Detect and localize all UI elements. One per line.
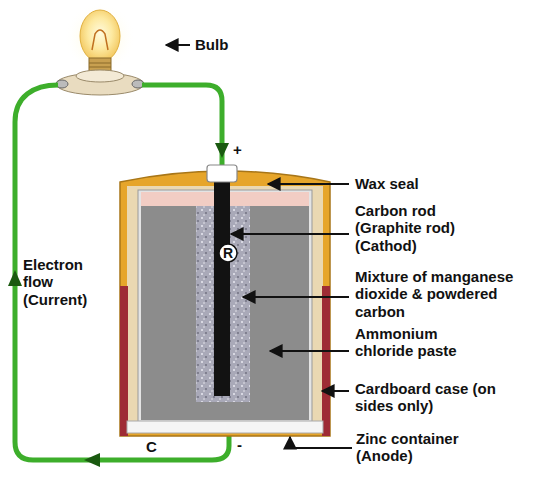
- leader-line: [270, 350, 349, 352]
- leader-line: [268, 183, 349, 185]
- callout-letter: R: [223, 246, 233, 260]
- terminal-sign: +: [233, 141, 249, 158]
- leader-line: [290, 437, 352, 448]
- part-label: Cardboard case (on sides only): [355, 380, 505, 415]
- bulb-socket-top: [76, 70, 124, 82]
- leader-line: [322, 390, 349, 392]
- current-label: Electron flow (Current): [23, 256, 105, 308]
- part-label: Carbon rod (Graphite rod) (Cathod): [355, 202, 480, 254]
- bulb-base-thread: [89, 63, 111, 64]
- bulb-glow: [64, 2, 136, 74]
- wire: [142, 85, 222, 166]
- terminal-cap: [207, 165, 237, 182]
- part-label: Mixture of manganese dioxide & powdered …: [355, 268, 515, 320]
- current-arrow: [215, 143, 229, 158]
- part-label: Wax seal: [355, 175, 505, 192]
- leader-line: [231, 233, 349, 235]
- current-arrow: [84, 453, 100, 467]
- cardboard-case: [120, 171, 330, 436]
- bulb-filament: [92, 30, 108, 50]
- bulb-base-thread: [89, 67, 111, 68]
- callout-circle: R: [218, 243, 238, 263]
- part-label: Bulb: [195, 36, 255, 53]
- leader-line: [166, 44, 190, 46]
- carbon-rod: [214, 180, 230, 396]
- leader-line: [243, 296, 349, 298]
- case-band: [322, 286, 330, 436]
- current-arrow: [8, 270, 22, 286]
- terminal-letter: C: [146, 438, 162, 455]
- bulb-glass: [80, 10, 120, 62]
- part-label: Zinc container (Anode): [356, 430, 491, 465]
- part-label: Ammonium chloride paste: [355, 325, 487, 360]
- zinc-bottom: [127, 421, 323, 433]
- case-band: [120, 286, 128, 436]
- terminal-sign: -: [237, 436, 253, 453]
- circle-shape: [219, 244, 237, 262]
